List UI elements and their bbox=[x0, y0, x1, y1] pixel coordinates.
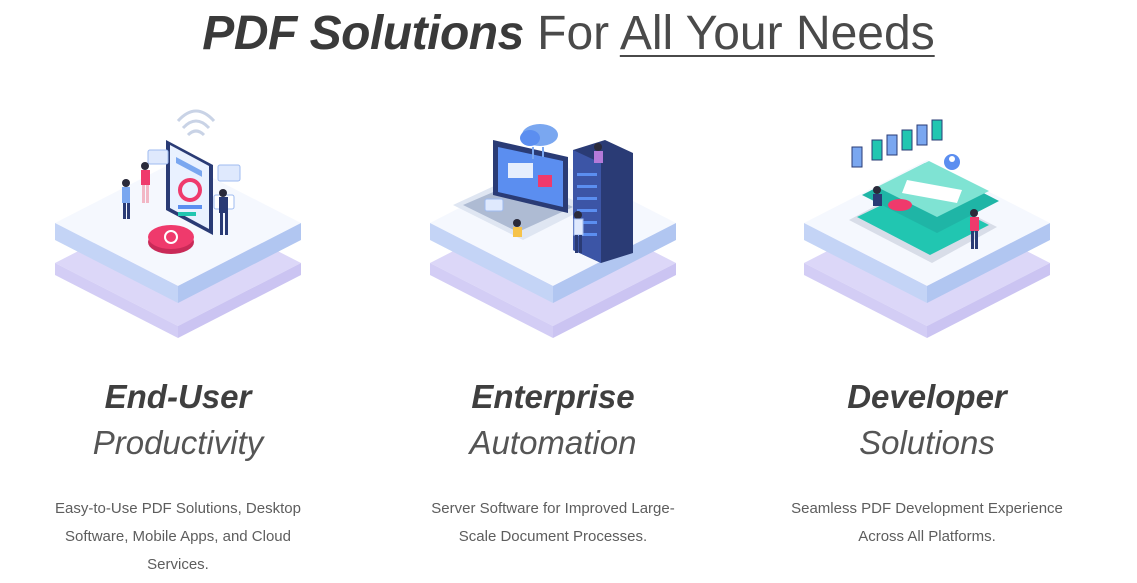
headline-bold: PDF Solutions bbox=[202, 7, 524, 60]
card-subtitle: Productivity bbox=[92, 424, 264, 461]
card-subtitle: Automation bbox=[469, 424, 637, 461]
mobile-productivity-illustration bbox=[18, 95, 338, 350]
card-description: Easy-to-Use PDF Solutions, Desktop Softw… bbox=[55, 500, 301, 573]
page-headline: PDF Solutions For All Your Needs bbox=[0, 4, 1137, 64]
card-title: Enterprise bbox=[471, 378, 635, 415]
developer-card[interactable]: Developer Solutions Seamless PDF Develop… bbox=[767, 95, 1087, 545]
card-subtitle: Solutions bbox=[859, 424, 995, 461]
card-description: Seamless PDF Development Experience Acro… bbox=[791, 500, 1063, 545]
card-title: End-User bbox=[104, 378, 252, 415]
headline-link[interactable]: All Your Needs bbox=[619, 7, 935, 60]
enterprise-card[interactable]: Enterprise Automation Server Software fo… bbox=[393, 95, 713, 545]
end-user-card[interactable]: End-User Productivity Easy-to-Use PDF So… bbox=[18, 95, 338, 573]
headline-light: For bbox=[537, 7, 610, 60]
developer-platform-illustration bbox=[767, 95, 1087, 350]
card-description: Server Software for Improved Large-Scale… bbox=[431, 500, 675, 545]
server-automation-illustration bbox=[393, 95, 713, 350]
card-title: Developer bbox=[847, 378, 1007, 415]
